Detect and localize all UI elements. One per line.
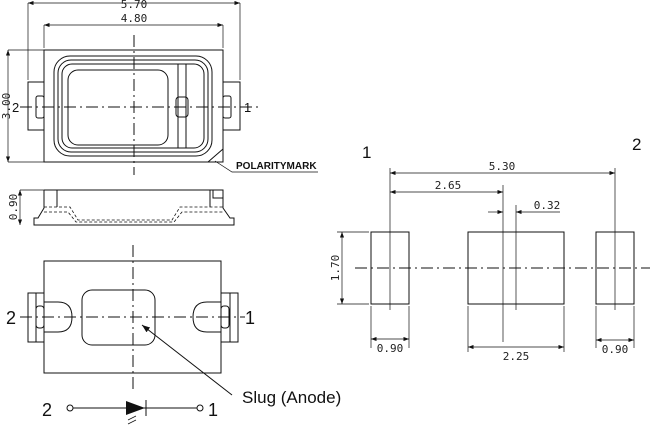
dim-slug-width: 2.25: [503, 350, 530, 363]
bottom-pin-left-label: 2: [6, 308, 16, 328]
bottom-pin-right-label: 1: [245, 308, 255, 328]
top-pin-right-label: 1: [244, 100, 251, 115]
polarity-mark-label: POLARITYMARK: [236, 161, 317, 172]
schematic-pin-left-label: 2: [42, 400, 52, 420]
slug-leader-arrow: [141, 324, 233, 396]
footprint-pin-left-label: 1: [362, 143, 371, 162]
diode-icon: [126, 401, 145, 415]
dim-pitch: 5.30: [489, 160, 516, 173]
dim-pad-right-width: 0.90: [602, 343, 629, 356]
slug-label: Slug (Anode): [242, 388, 341, 407]
bottom-view: 2 1 Slug (Anode): [6, 245, 341, 407]
top-pin-left-label: 2: [12, 100, 19, 115]
dim-width-overall: 5.70: [121, 0, 148, 11]
schematic-pin-right-label: 1: [208, 400, 218, 420]
dim-pad-left-width: 0.90: [377, 342, 404, 355]
footprint: 1 2 5.30 2.65 0.32 1.70 0.90 2.25 0.90: [329, 135, 650, 363]
side-view: 0.90: [7, 189, 235, 226]
dim-pad-height: 1.70: [329, 255, 342, 282]
dim-offset: 0.32: [534, 199, 561, 212]
dim-width-body: 4.80: [121, 12, 148, 25]
diode-schematic: 2 1: [42, 400, 218, 425]
dim-thickness: 0.90: [7, 194, 20, 221]
footprint-pin-right-label: 2: [632, 135, 641, 154]
dim-half-pitch: 2.65: [435, 179, 462, 192]
dim-height: 3.00: [0, 93, 13, 120]
top-view: 5.70 4.80 3.00 2 1 POLARITYMARK: [0, 0, 318, 175]
